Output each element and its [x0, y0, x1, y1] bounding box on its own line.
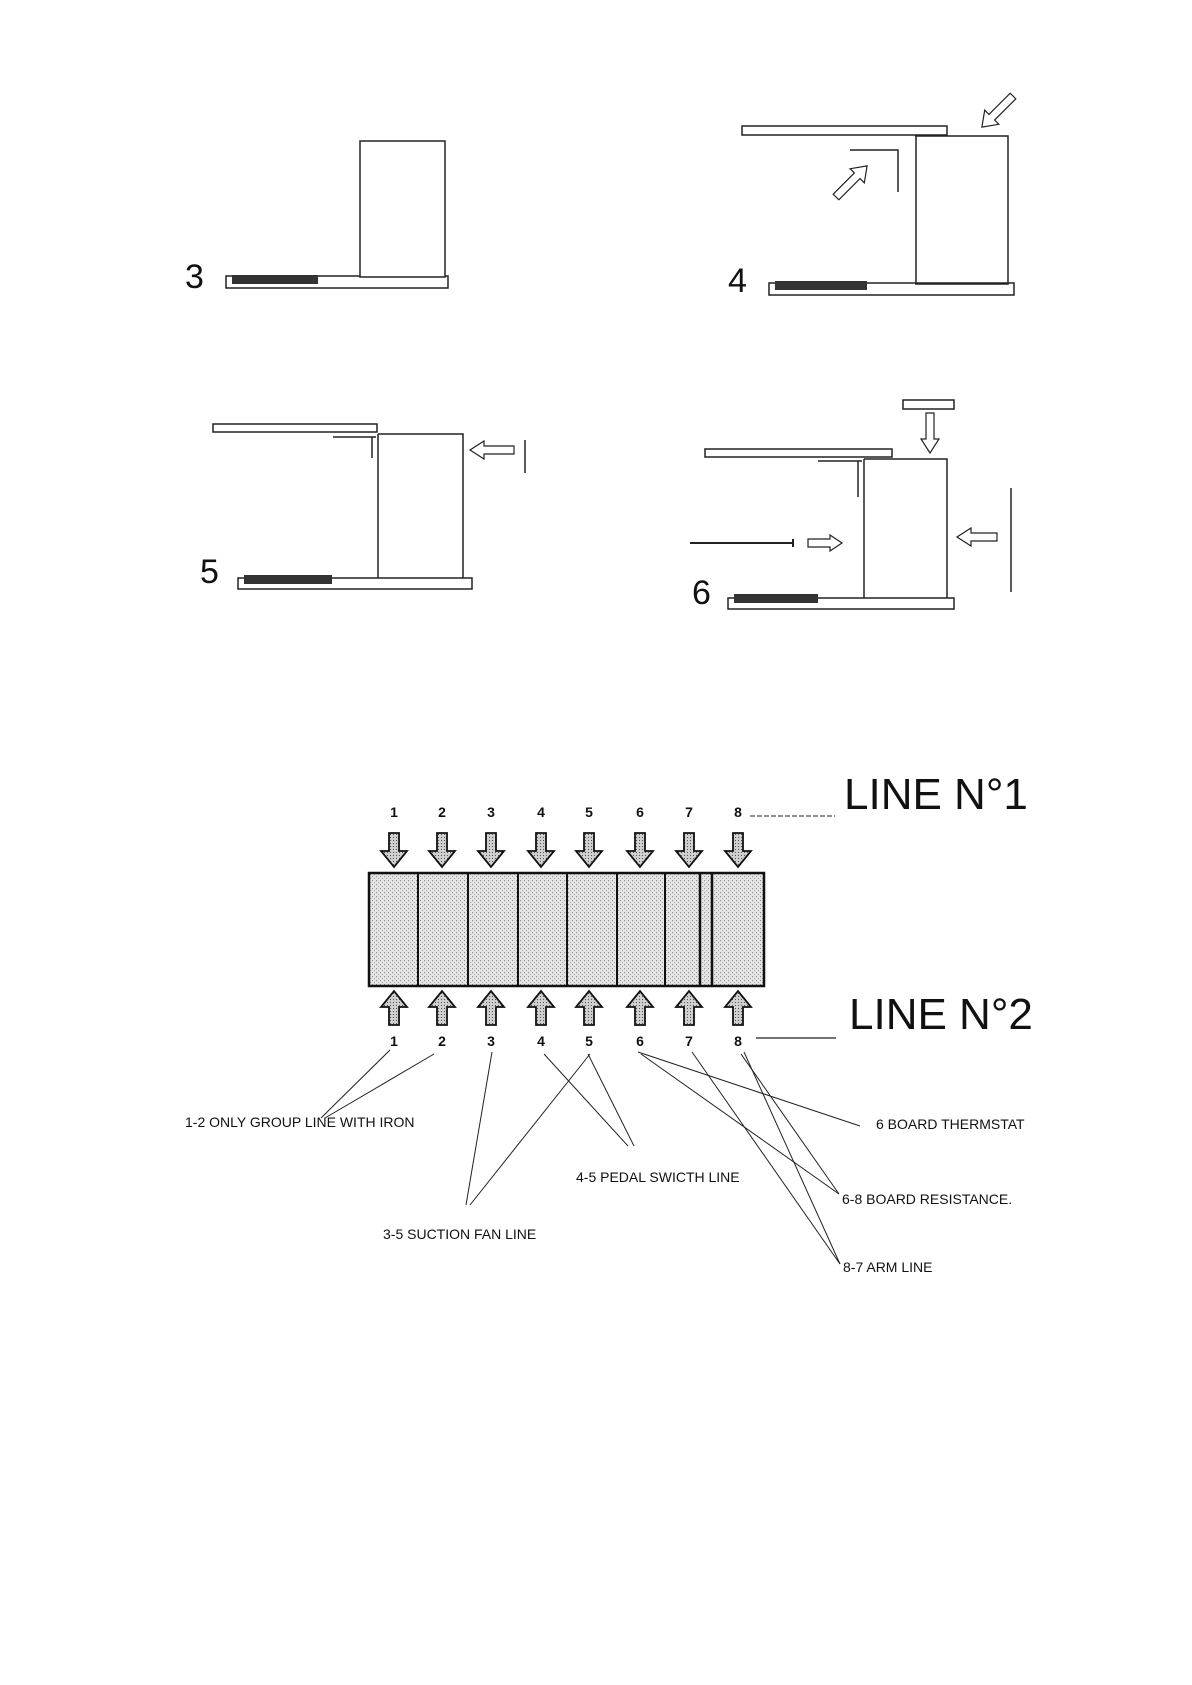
callout-pedal-switch: 4-5 PEDAL SWICTH LINE [576, 1169, 740, 1185]
leader-8-arm [744, 1052, 840, 1264]
bottom-terminal-2-label: 2 [438, 1033, 446, 1049]
top-terminal-5-label: 5 [585, 804, 593, 820]
insert-arrow-diagonal-down-icon [975, 89, 1020, 134]
press-plate-top [903, 400, 954, 409]
down-arrow-icon [429, 833, 455, 867]
down-arrow-icon [627, 833, 653, 867]
down-arrow-icon [381, 833, 407, 867]
dark-bar [232, 275, 318, 284]
bottom-terminal-5-label: 5 [585, 1033, 593, 1049]
leader-2 [325, 1054, 434, 1118]
step-4-diagram: 4 [728, 89, 1020, 300]
upright-panel [864, 459, 947, 598]
top-plate [213, 424, 377, 432]
dark-bar [775, 281, 867, 290]
upright-panel [378, 434, 463, 578]
up-arrow-icon [725, 991, 751, 1025]
leader-5-pedal [588, 1054, 634, 1146]
top-terminal-1-label: 1 [390, 804, 398, 820]
top-plate [705, 449, 892, 457]
top-terminal-2-label: 2 [438, 804, 446, 820]
top-terminal-8-label: 8 [734, 804, 742, 820]
down-arrow-icon [478, 833, 504, 867]
down-arrow-icon [576, 833, 602, 867]
step-3-number: 3 [185, 258, 204, 296]
bottom-terminal-7-label: 7 [685, 1033, 693, 1049]
step-5-diagram: 5 [200, 424, 525, 591]
upright-panel [915, 136, 1008, 284]
dark-bar [734, 594, 818, 603]
callout-arm-line: 8-7 ARM LINE [843, 1259, 932, 1275]
bottom-terminal-3-label: 3 [487, 1033, 495, 1049]
line-2-title: LINE N°2 [849, 990, 1033, 1039]
bottom-terminal-1-label: 1 [390, 1033, 398, 1049]
callout-board-thermostat: 6 BOARD THERMSTAT [876, 1116, 1025, 1132]
top-plate [742, 126, 947, 135]
down-arrow-icon [528, 833, 554, 867]
callout-group-iron: 1-2 ONLY GROUP LINE WITH IRON [185, 1114, 415, 1130]
leader-1 [321, 1050, 390, 1118]
up-arrow-icon [381, 991, 407, 1025]
leader-7-arm [692, 1052, 840, 1264]
up-arrow-icon [576, 991, 602, 1025]
leader-4-pedal [544, 1054, 628, 1146]
step-6-number: 6 [692, 574, 711, 612]
down-arrow-icon [725, 833, 751, 867]
callout-suction-fan: 3-5 SUCTION FAN LINE [383, 1226, 536, 1242]
step-5-number: 5 [200, 553, 219, 591]
up-arrow-icon [676, 991, 702, 1025]
top-terminal-6-label: 6 [636, 804, 644, 820]
push-arrow-down-icon [921, 413, 939, 453]
push-arrow-left-icon [470, 441, 514, 459]
top-terminal-3-label: 3 [487, 804, 495, 820]
bottom-terminal-8-label: 8 [734, 1033, 742, 1049]
up-arrow-icon [528, 991, 554, 1025]
up-arrow-icon [627, 991, 653, 1025]
bottom-terminal-6-label: 6 [636, 1033, 644, 1049]
up-arrow-icon [429, 991, 455, 1025]
step-6-diagram: 6 [690, 400, 1011, 612]
top-terminal-4-label: 4 [537, 804, 545, 820]
push-arrow-right-icon [808, 535, 842, 551]
push-arrow-left-icon [957, 528, 997, 546]
top-terminal-7-label: 7 [685, 804, 693, 820]
terminal-block-diagram: LINE N°1 LINE N°2 1 2 3 4 5 6 7 8 1 2 3 … [185, 770, 1033, 1275]
step-3-diagram: 3 [185, 141, 448, 296]
step-4-number: 4 [728, 262, 747, 300]
top-terminal-arrows [381, 833, 751, 867]
dark-bar [244, 575, 332, 584]
line-1-title: LINE N°1 [844, 770, 1028, 819]
callout-board-resistance: 6-8 BOARD RESISTANCE. [842, 1191, 1012, 1207]
bottom-terminal-4-label: 4 [537, 1033, 545, 1049]
up-arrow-icon [478, 991, 504, 1025]
insert-arrow-diagonal-up-icon [829, 159, 874, 204]
leader-8-resistance [741, 1054, 839, 1194]
bottom-terminal-arrows [381, 991, 751, 1025]
down-arrow-icon [676, 833, 702, 867]
upright-panel [360, 141, 445, 277]
